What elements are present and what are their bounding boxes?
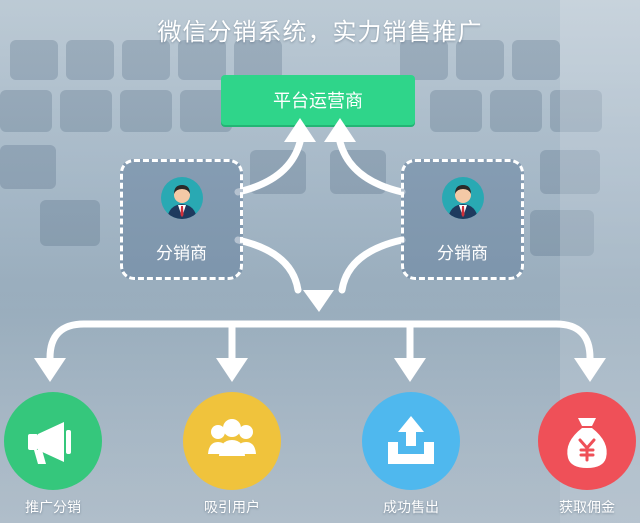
distributor-right: 分销商: [401, 159, 524, 280]
arrowhead-up-right: [324, 118, 356, 142]
distributor-label: 分销商: [156, 244, 207, 264]
distributor-left: 分销商: [120, 159, 243, 280]
benefit-commission: [538, 392, 636, 490]
arrow-right-down: [338, 236, 406, 294]
upload-tray-icon: [388, 416, 434, 464]
businessman-avatar-icon: [161, 177, 203, 219]
benefit-label-commission: 获取佣金: [559, 500, 615, 516]
arrowhead-down-center: [303, 290, 334, 312]
megaphone-icon: [28, 422, 71, 464]
arrow-left-down: [234, 236, 302, 294]
arrowhead-up-left: [284, 118, 316, 142]
benefit-label-sold: 成功售出: [383, 500, 439, 516]
arrowhead-branch-4: [574, 358, 606, 382]
benefit-promote: [4, 392, 102, 490]
platform-operator-box: 平台运营商: [221, 75, 415, 125]
distributor-label: 分销商: [437, 244, 488, 264]
arrow-right-to-platform: [336, 138, 406, 196]
page-title: 微信分销系统，实力销售推广: [157, 18, 483, 46]
benefit-attract-users: [183, 392, 281, 490]
arrow-left-to-platform: [234, 138, 304, 196]
arrowhead-branch-1: [34, 358, 66, 382]
platform-operator-label: 平台运营商: [273, 91, 363, 112]
distribution-bar: [46, 320, 594, 362]
arrowhead-branch-2: [216, 358, 248, 382]
businessman-avatar-icon: [442, 177, 484, 219]
money-bag-yen-icon: [567, 418, 607, 468]
benefit-label-attract-users: 吸引用户: [204, 500, 260, 516]
users-icon: [208, 419, 256, 456]
benefit-label-promote: 推广分销: [25, 500, 81, 516]
benefit-sold: [362, 392, 460, 490]
arrowhead-branch-3: [394, 358, 426, 382]
